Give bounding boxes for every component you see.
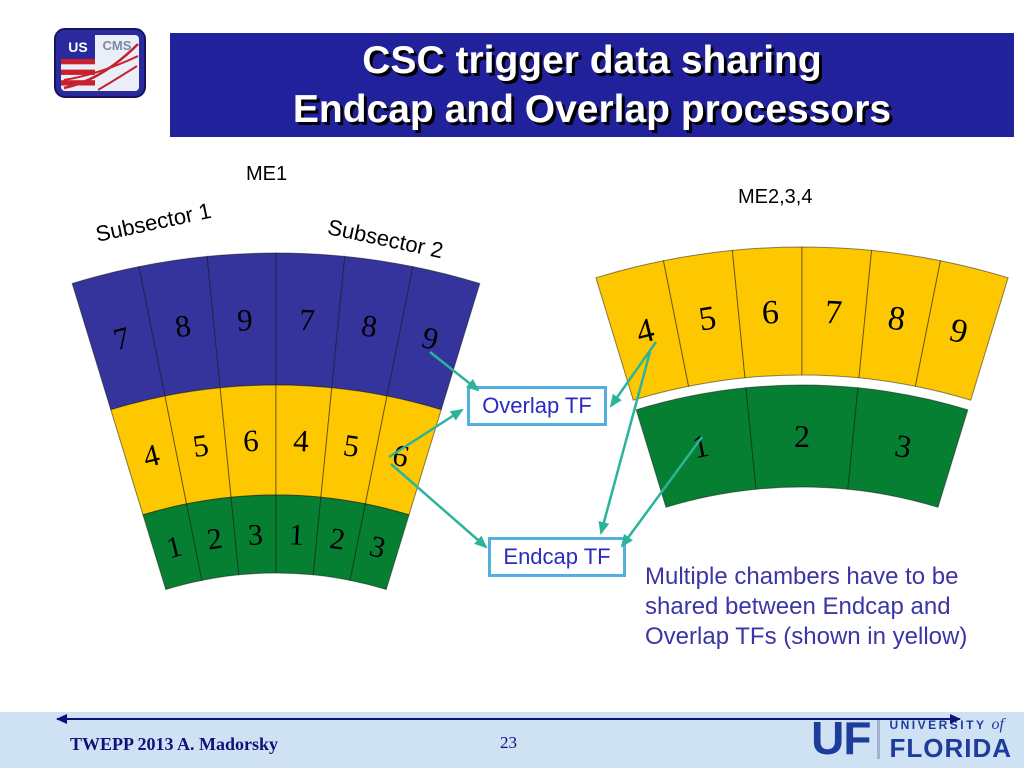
title-line-2: Endcap and Overlap processors: [292, 88, 892, 131]
arrow-me234-yellow-to-overlap-tf: [609, 341, 658, 408]
segment-me1-yellow-0: [110, 395, 188, 516]
arrow-me1-yellow-to-overlap-tf: [388, 408, 464, 459]
segment-number-me1-blue-7: 7: [299, 302, 316, 338]
label-me234: ME2,3,4: [738, 186, 813, 208]
segment-me1-yellow-5: [364, 395, 442, 516]
segment-me234-green-2: [847, 387, 969, 508]
segment-number-me1-blue-9: 9: [236, 302, 253, 338]
segment-me1-green-3: [275, 494, 322, 576]
logo-arc-2: [63, 55, 139, 81]
segment-number-me1-green-2: 2: [328, 522, 348, 557]
segment-number-me1-green-2: 2: [205, 522, 225, 557]
segment-me1-blue-4: [331, 255, 414, 397]
arrow-me234-yellow-to-endcap-tf: [598, 351, 652, 535]
segment-number-me1-green-1: 1: [163, 530, 186, 566]
note-line-1: Multiple chambers have to be: [645, 563, 959, 590]
note-line-3: Overlap TFs (shown in yellow): [645, 623, 968, 650]
footer-credit: TWEPP 2013 A. Madorsky: [70, 734, 279, 754]
footer-bar: TWEPP 2013 A. Madorsky 23 UF UNIVERSITY …: [0, 712, 1024, 768]
uf-logo-divider: [877, 719, 881, 759]
segment-number-me1-yellow-5: 5: [341, 427, 362, 464]
segment-me234-green-1: [745, 384, 859, 490]
title-line-1: CSC trigger data sharing: [362, 38, 822, 82]
segment-me234-yellow-5: [914, 260, 1009, 401]
segment-number-me1-green-1: 1: [288, 518, 305, 552]
segment-number-me234-green-3: 3: [892, 427, 915, 465]
uf-wordmark: UNIVERSITY of FLORIDA: [889, 716, 1012, 763]
segment-me234-yellow-0: [595, 260, 690, 401]
title-banner: CSC trigger data sharing Endcap and Over…: [170, 33, 1014, 137]
segment-me1-green-4: [312, 496, 366, 581]
segment-number-me1-yellow-4: 4: [293, 423, 311, 459]
segment-number-me1-blue-8: 8: [172, 307, 193, 344]
segment-number-me234-yellow-7: 7: [824, 294, 843, 332]
label-subsector2: Subsector 2: [325, 214, 446, 264]
logo-flag-stripes: [61, 59, 95, 86]
segment-number-me1-blue-7: 7: [110, 319, 134, 357]
segment-me234-green-0: [635, 387, 757, 508]
uf-initials: UF: [811, 712, 871, 765]
segment-number-me234-green-2: 2: [794, 418, 810, 454]
endcap-tf-label: Endcap TF: [503, 544, 611, 569]
uf-university-text: UNIVERSITY: [889, 718, 987, 732]
uf-florida-text: FLORIDA: [889, 733, 1012, 763]
segment-number-me1-yellow-6: 6: [242, 423, 259, 459]
segment-number-me234-green-1: 1: [689, 427, 712, 465]
segment-me1-blue-3: [275, 252, 346, 389]
segment-me1-blue-0: [71, 266, 166, 411]
segment-me234-yellow-4: [858, 249, 942, 387]
arrow-me1-blue-to-overlap-tf: [429, 351, 480, 392]
label-subsector1: Subsector 1: [93, 197, 214, 247]
segment-me234-yellow-2: [731, 246, 803, 379]
segment-me1-blue-2: [206, 252, 277, 389]
segment-number-me1-yellow-6: 6: [389, 437, 413, 475]
segment-number-me234-yellow-4: 4: [633, 312, 659, 352]
logo-arc-1: [63, 43, 139, 90]
logo-cms-text: CMS: [103, 38, 132, 53]
segment-me1-yellow-2: [219, 384, 277, 498]
segment-me1-blue-5: [386, 266, 481, 411]
label-me1: ME1: [246, 163, 288, 185]
segment-me1-yellow-3: [275, 384, 333, 498]
endcap-tf-box: Endcap TF: [488, 537, 626, 577]
note-text: Multiple chambers have to be shared betw…: [645, 562, 967, 652]
segment-number-me234-yellow-6: 6: [761, 294, 780, 332]
segment-me1-green-5: [349, 503, 410, 591]
arrow-me234-green-to-endcap-tf: [620, 436, 704, 548]
segment-me1-green-1: [186, 496, 240, 581]
uscms-logo: US CMS: [54, 28, 146, 98]
data-flow-arrows: [388, 341, 704, 549]
segment-me1-green-0: [142, 503, 203, 591]
segment-me234-yellow-3: [801, 246, 873, 379]
segment-me1-yellow-1: [164, 387, 232, 505]
segment-number-me234-yellow-5: 5: [696, 299, 718, 338]
segment-me1-blue-1: [138, 255, 221, 397]
segment-number-me234-yellow-8: 8: [885, 299, 907, 338]
segment-number-me1-blue-8: 8: [359, 307, 380, 344]
segment-me1-yellow-4: [320, 387, 388, 505]
overlap-tf-box: Overlap TF: [467, 386, 607, 426]
segment-number-me1-yellow-4: 4: [139, 437, 163, 475]
segment-number-me1-green-3: 3: [366, 530, 389, 566]
uf-of-text: of: [991, 716, 1004, 733]
logo-us-text: US: [68, 39, 87, 55]
segment-number-me1-yellow-5: 5: [190, 427, 211, 464]
note-line-2: shared between Endcap and: [645, 593, 951, 620]
logo-arc-3: [97, 65, 138, 91]
segment-number-me234-yellow-9: 9: [946, 312, 972, 352]
overlap-tf-label: Overlap TF: [482, 393, 592, 418]
segment-me1-green-2: [230, 494, 277, 576]
segment-number-me1-blue-9: 9: [419, 319, 443, 357]
uf-logo: UF UNIVERSITY of FLORIDA: [811, 712, 1012, 765]
arrow-me1-yellow-to-endcap-tf: [390, 463, 488, 549]
logo-canton: [61, 35, 95, 59]
segment-number-me1-green-3: 3: [247, 518, 264, 552]
page-number: 23: [500, 733, 517, 752]
segment-me234-yellow-1: [662, 249, 746, 387]
